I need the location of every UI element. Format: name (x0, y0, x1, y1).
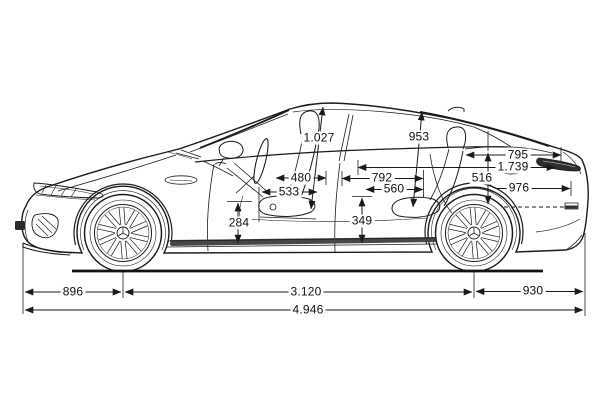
dim-label-792: 792 (369, 170, 395, 185)
dim-label-349: 349 (349, 213, 375, 228)
dim-label-3120: 3.120 (288, 284, 324, 299)
dim-label-284: 284 (226, 215, 252, 230)
car-body (15, 103, 588, 255)
antenna-fin (448, 107, 464, 112)
extension-lines (23, 131, 585, 316)
front-splitter (23, 243, 72, 255)
dim-line-953 (410, 111, 425, 208)
front-bumper-intake (15, 210, 58, 241)
rear-headrest (447, 127, 466, 149)
dim-label-1027: 1.027 (301, 130, 337, 145)
front-sensor (15, 221, 25, 230)
dim-label-976: 976 (506, 180, 532, 195)
dim-label-896: 896 (60, 284, 86, 299)
front-seat (259, 111, 319, 219)
front-wheel (83, 193, 163, 273)
dim-label-4946: 4.946 (290, 302, 326, 317)
dim-label-795: 795 (505, 147, 531, 162)
dashboard-braces (227, 163, 269, 197)
dim-label-533: 533 (276, 184, 302, 199)
steering-wheel (236, 138, 271, 193)
dim-label-516: 516 (469, 170, 495, 185)
beltline (195, 147, 508, 162)
b-pillar (339, 114, 353, 161)
side-mirror (215, 141, 243, 166)
dim-label-1739: 1.739 (495, 159, 531, 174)
rear-reflector (565, 203, 578, 209)
wiper (176, 150, 201, 159)
c-pillar (474, 127, 511, 147)
headlight (34, 183, 103, 200)
front-wheel-arch (74, 184, 172, 245)
taillight (537, 158, 581, 171)
dim-label-930: 930 (520, 283, 546, 298)
dim-label-480: 480 (288, 170, 314, 185)
front-door-handle (165, 176, 197, 184)
dashboard-top (203, 161, 233, 176)
rear-wheel (434, 193, 514, 273)
dim-label-560: 560 (381, 181, 407, 196)
dim-label-953: 953 (406, 129, 432, 144)
